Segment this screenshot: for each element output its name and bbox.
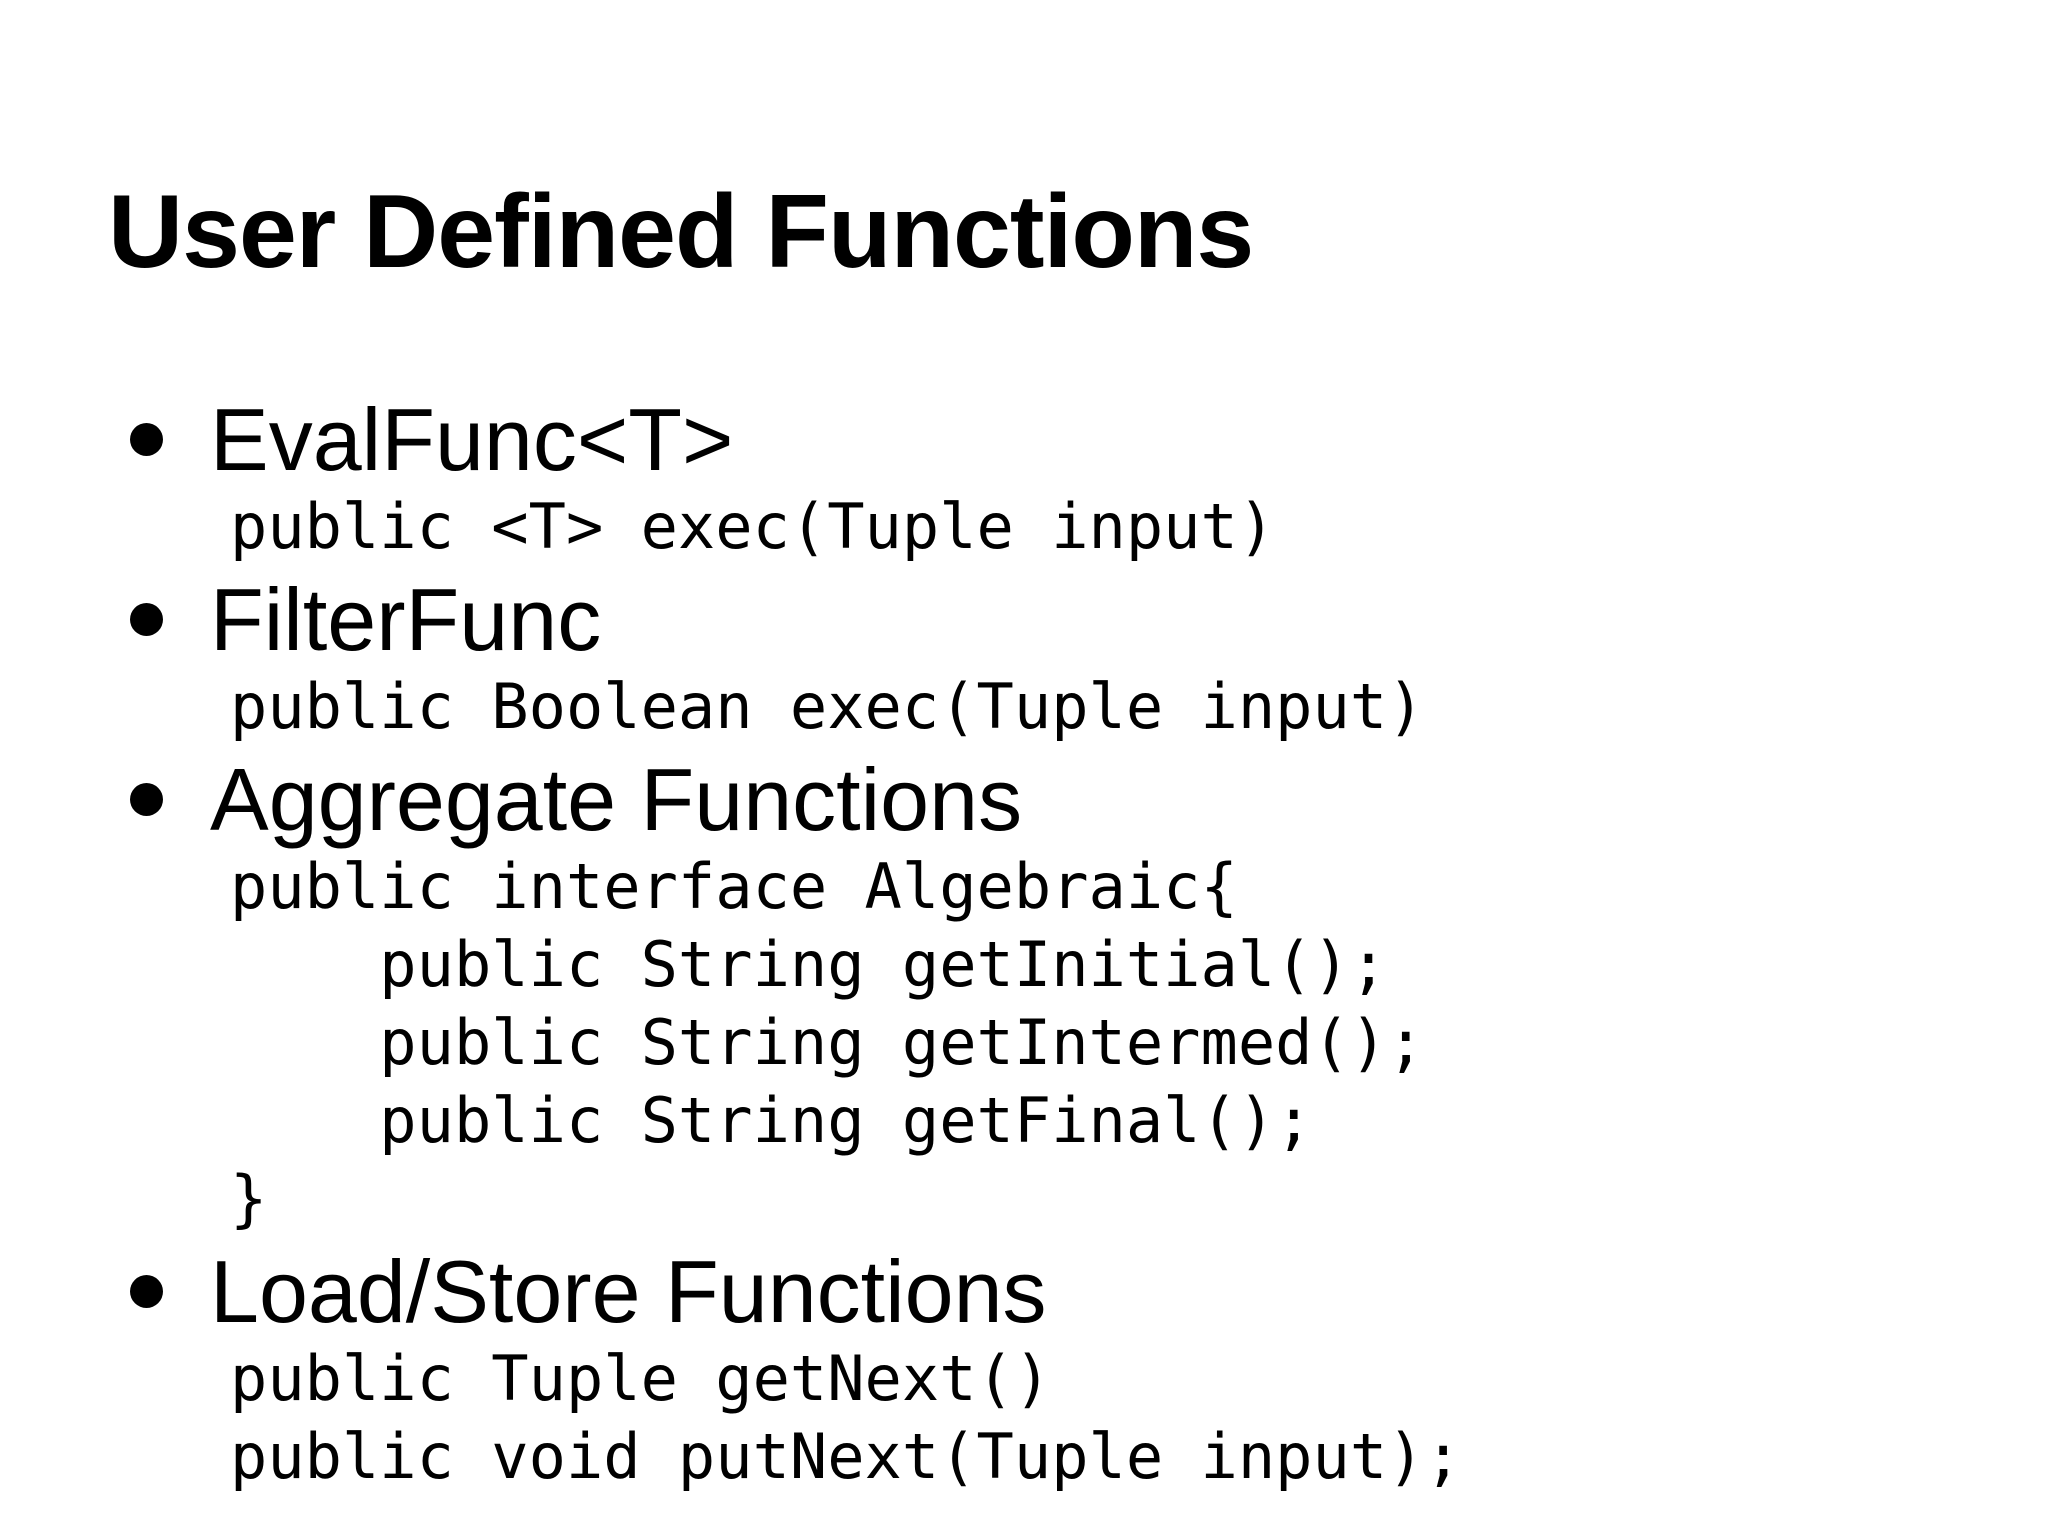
section-header-filterfunc: FilterFunc (210, 570, 602, 669)
bullet-icon (130, 423, 163, 456)
section-header-evalfunc: EvalFunc<T> (210, 390, 734, 489)
section-header-loadstore: Load/Store Functions (210, 1242, 1047, 1341)
code-block-aggregate: public interface Algebraic{ public Strin… (230, 850, 1425, 1235)
bullet-icon (130, 783, 163, 816)
page-title: User Defined Functions (108, 174, 1254, 290)
bullet-list: EvalFunc<T> public <T> exec(Tuple input)… (0, 392, 2048, 1496)
list-item-aggregate: Aggregate Functions public interface Alg… (0, 752, 2048, 1238)
code-block-loadstore: public Tuple getNext() public void putNe… (230, 1342, 1462, 1493)
list-item-loadstore: Load/Store Functions public Tuple getNex… (0, 1244, 2048, 1496)
section-header-aggregate: Aggregate Functions (210, 750, 1023, 849)
bullet-icon (130, 1275, 163, 1308)
list-item-filterfunc: FilterFunc public Boolean exec(Tuple inp… (0, 572, 2048, 746)
code-block-evalfunc: public <T> exec(Tuple input) (230, 490, 1276, 563)
bullet-icon (130, 603, 163, 636)
list-item-evalfunc: EvalFunc<T> public <T> exec(Tuple input) (0, 392, 2048, 566)
code-block-filterfunc: public Boolean exec(Tuple input) (230, 670, 1425, 743)
